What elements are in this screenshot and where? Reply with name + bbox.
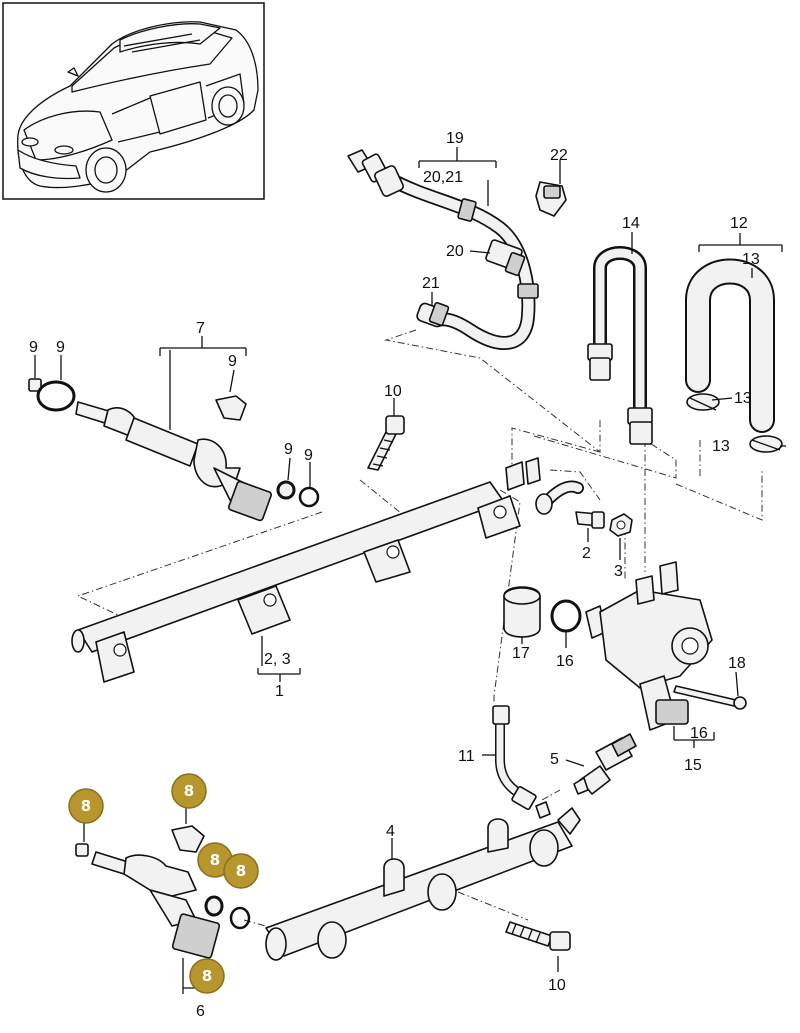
label-6: 6 <box>196 1003 205 1020</box>
nut-3 <box>609 513 633 537</box>
screw-2 <box>575 511 605 529</box>
label-13-low: 13 <box>712 438 730 455</box>
badge-8: 8 <box>68 788 104 824</box>
label-4: 4 <box>386 823 395 840</box>
hose-13 <box>685 258 783 453</box>
label-2-3: 2, 3 <box>264 651 291 668</box>
pipe-14 <box>587 246 653 445</box>
label-5: 5 <box>550 751 559 768</box>
svg-text:8: 8 <box>81 797 91 815</box>
label-20: 20 <box>446 243 464 260</box>
pipe-11 <box>492 705 537 810</box>
label-20-21: 20,21 <box>423 169 463 186</box>
label-1: 1 <box>275 683 284 700</box>
label-9-a: 9 <box>29 339 38 356</box>
sleeve-17 <box>503 586 541 638</box>
label-22: 22 <box>550 147 568 164</box>
svg-text:8: 8 <box>236 862 246 880</box>
label-3: 3 <box>614 563 623 580</box>
label-9-c: 9 <box>228 353 237 370</box>
fuel-rail-1 <box>71 457 584 683</box>
badge-8: 8 <box>171 773 207 809</box>
label-11: 11 <box>458 748 475 765</box>
label-10-bottom: 10 <box>548 977 566 994</box>
sensor-5 <box>573 733 637 795</box>
vehicle-thumbnail <box>2 2 265 200</box>
badges: 8 8 8 8 8 <box>68 773 259 994</box>
svg-text:8: 8 <box>202 967 212 985</box>
label-18: 18 <box>728 655 746 672</box>
label-16-pump: 16 <box>690 725 708 742</box>
label-12: 12 <box>730 215 748 232</box>
fuel-rail-4 <box>265 801 581 961</box>
label-19: 19 <box>446 130 464 147</box>
label-9-e: 9 <box>304 447 313 464</box>
svg-text:8: 8 <box>210 851 220 869</box>
label-10-top: 10 <box>384 383 402 400</box>
label-13-mid: 13 <box>734 390 752 407</box>
label-9-d: 9 <box>284 441 293 458</box>
bolt-10-bottom <box>505 921 571 951</box>
svg-text:8: 8 <box>184 782 194 800</box>
badge-8: 8 <box>223 853 259 889</box>
label-7: 7 <box>196 320 205 337</box>
o-ring-16 <box>550 599 582 633</box>
label-2: 2 <box>582 545 591 562</box>
injector-7 <box>28 378 320 522</box>
label-21: 21 <box>422 275 440 292</box>
label-9-b: 9 <box>56 339 65 356</box>
injector-6 <box>75 825 251 959</box>
hose-assembly-19 <box>347 149 567 350</box>
bolt-10-top <box>367 415 405 471</box>
label-17: 17 <box>512 645 530 662</box>
part-labels: 19 20,21 22 20 21 14 12 13 13 13 7 9 9 9… <box>29 130 760 1020</box>
fuel-pump-15 <box>585 561 747 731</box>
leader-lines <box>34 147 786 994</box>
label-14: 14 <box>622 215 640 232</box>
badge-8: 8 <box>189 958 225 994</box>
label-15: 15 <box>684 757 702 774</box>
label-13-top: 13 <box>742 251 760 268</box>
label-16-ring: 16 <box>556 653 574 670</box>
